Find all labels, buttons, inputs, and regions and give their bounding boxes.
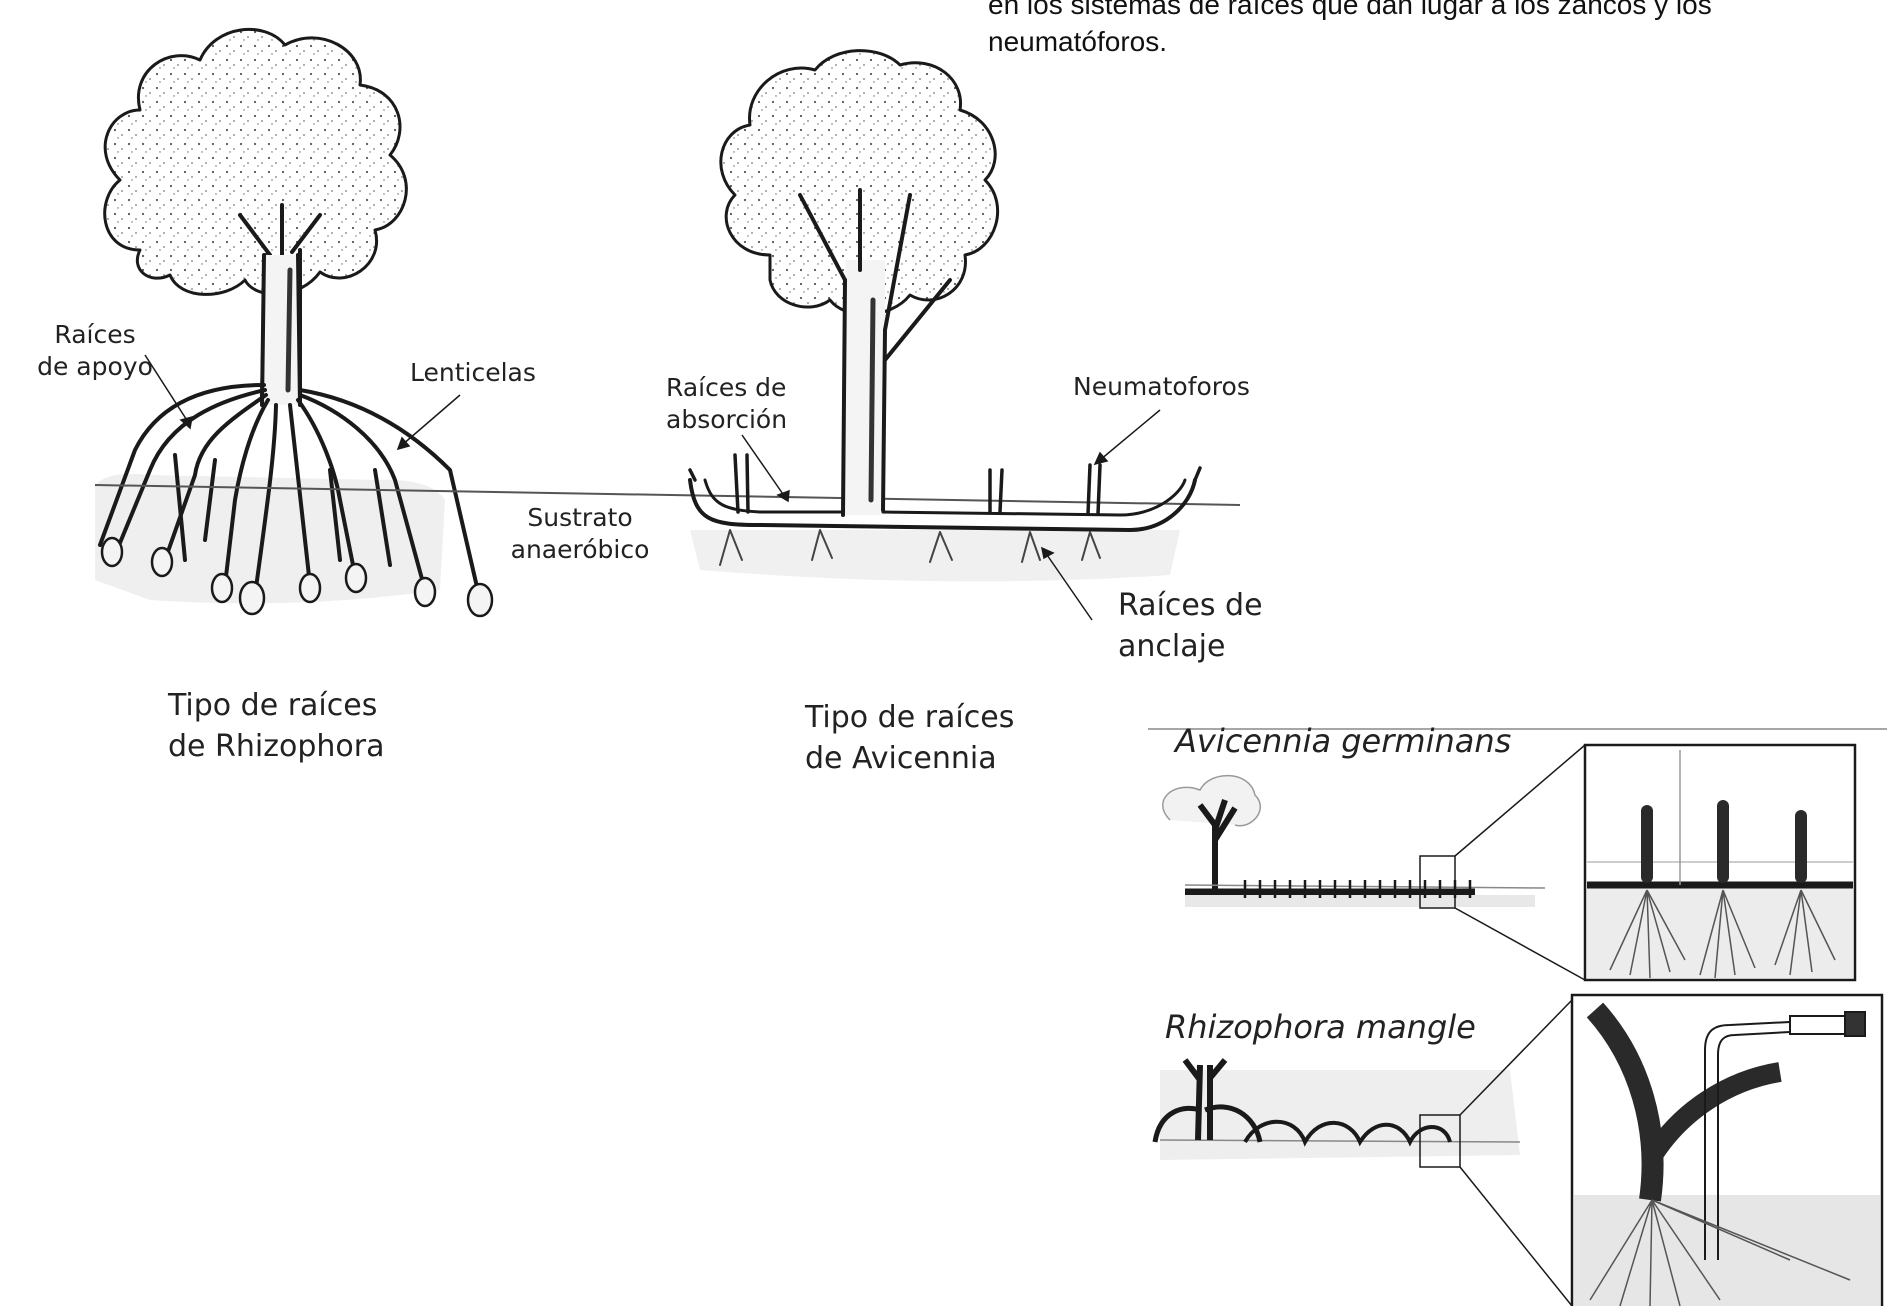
species-title-rhizophora-mangle: Rhizophora mangle: [1165, 1008, 1476, 1046]
label-raices-absorcion-line2: absorción: [666, 404, 787, 436]
label-neumatoforos: Neumatoforos: [1073, 371, 1250, 403]
avicennia-diagram-title: Tipo de raíces de Avicennia: [805, 697, 1014, 779]
rhizophora-crown: [105, 29, 407, 294]
label-raices-absorcion-line1: Raíces de: [666, 372, 787, 404]
avicennia-pneumatophores: [690, 455, 1200, 514]
label-sustrato-line1: Sustrato: [495, 502, 665, 534]
rhizophora-zoom-box: [1572, 995, 1882, 1306]
avicennia-title-line2: de Avicennia: [805, 738, 1014, 779]
caption-text: en los sistemas de raíces que dan lugar …: [988, 0, 1868, 60]
label-sustrato-line2: anaeróbico: [495, 534, 665, 566]
avicennia-sediment: [690, 530, 1180, 581]
avicennia-zoom-box: [1585, 745, 1855, 980]
rhizophora-title-line1: Tipo de raíces: [168, 685, 384, 726]
avicennia-germinans-scene: [1163, 745, 1585, 980]
label-raices-apoyo: Raíces de apoyo: [30, 319, 160, 383]
label-raices-anclaje: Raíces de anclaje: [1118, 585, 1263, 667]
avicennia-tree: [690, 51, 1200, 582]
rhizophora-title-line2: de Rhizophora: [168, 726, 384, 767]
label-raices-absorcion: Raíces de absorción: [666, 372, 787, 436]
label-raices-anclaje-line1: Raíces de: [1118, 585, 1263, 626]
avicennia-title-line1: Tipo de raíces: [805, 697, 1014, 738]
avicennia-cable-root: [690, 480, 1195, 530]
species-title-avicennia-germinans: Avicennia germinans: [1175, 722, 1511, 760]
label-raices-apoyo-line1: Raíces: [30, 319, 160, 351]
label-lenticelas: Lenticelas: [410, 357, 536, 389]
label-raices-anclaje-line2: anclaje: [1118, 626, 1263, 667]
label-raices-apoyo-line2: de apoyo: [30, 351, 160, 383]
label-sustrato-anaerobico: Sustrato anaeróbico: [495, 502, 665, 566]
rhizophora-diagram-title: Tipo de raíces de Rhizophora: [168, 685, 384, 767]
